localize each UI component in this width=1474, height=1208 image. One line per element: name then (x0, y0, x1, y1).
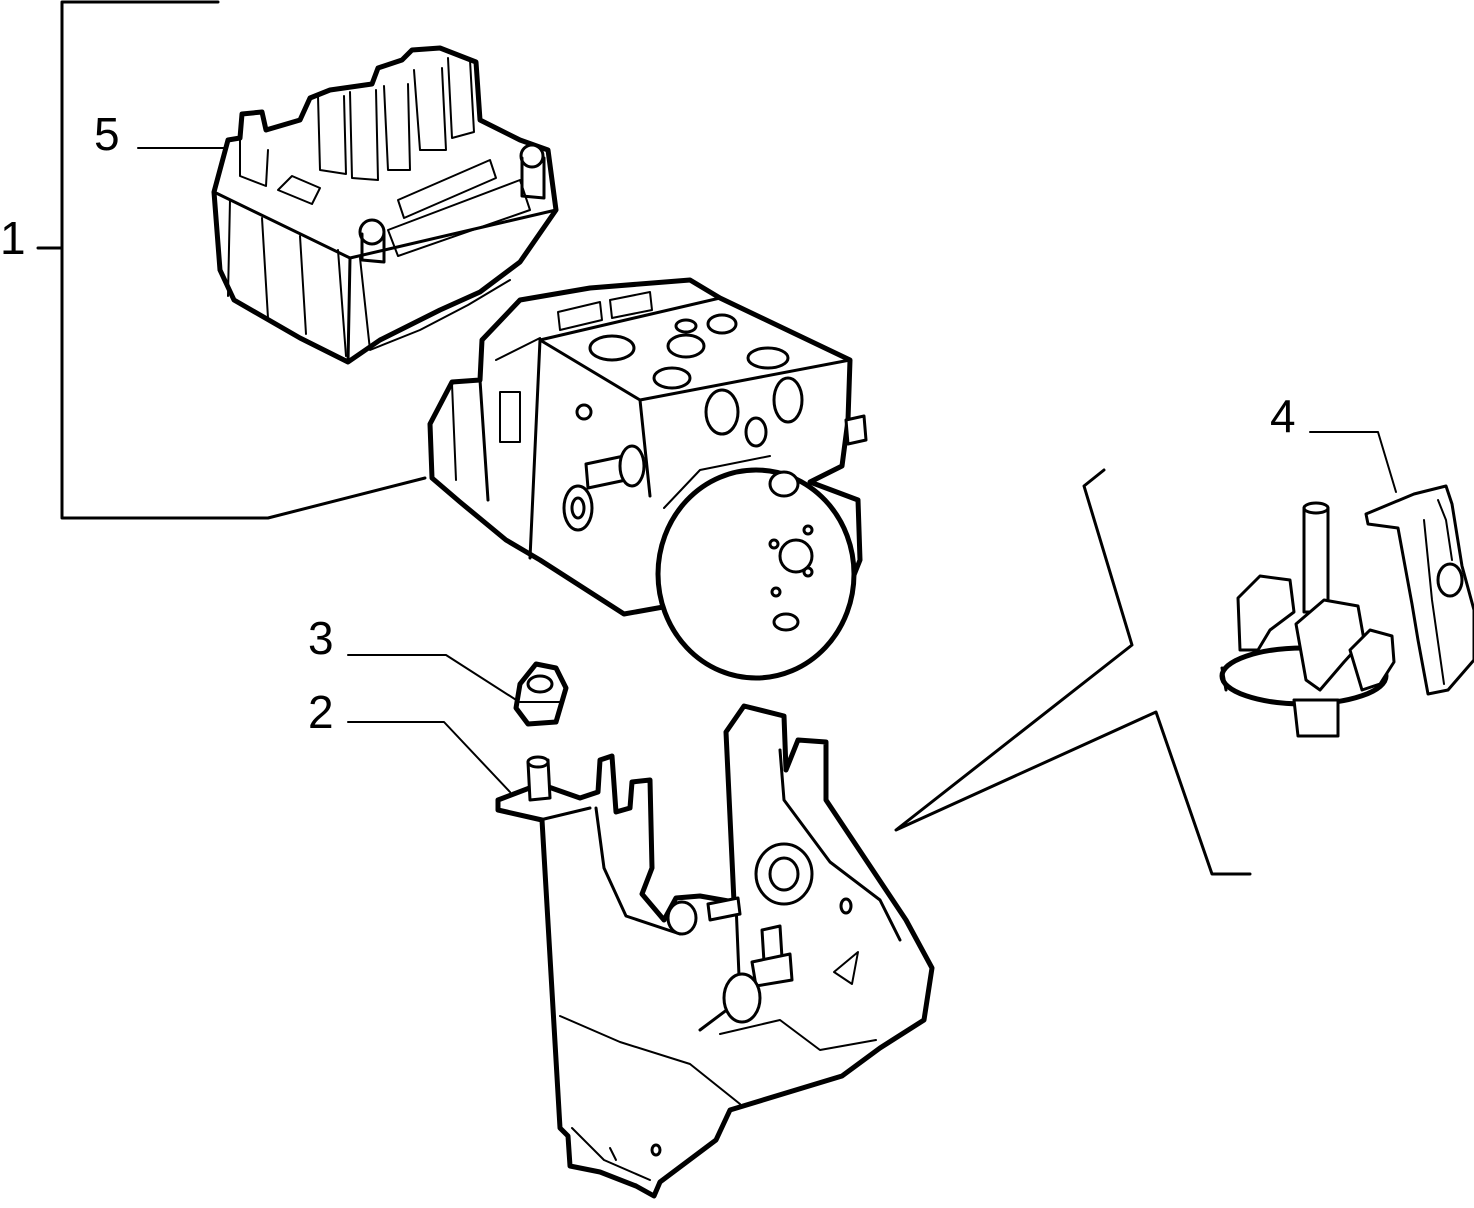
leader-lines (36, 0, 1397, 876)
leader-item-4 (1309, 431, 1397, 493)
nut (513, 661, 569, 727)
leader-item-4-to-bracket (894, 468, 1252, 876)
callout-5: 5 (94, 108, 120, 160)
callout-1: 1 (0, 212, 26, 264)
callout-3: 3 (308, 612, 334, 664)
leader-item-2 (347, 721, 511, 793)
callout-labels: 1 2 3 4 5 (0, 108, 1296, 738)
bracket-item-1 (60, 0, 427, 520)
control-module (211, 45, 559, 365)
mounting-bracket (495, 703, 935, 1199)
clamp-holder (1219, 484, 1474, 738)
callout-4: 4 (1270, 390, 1296, 442)
callout-2: 2 (308, 686, 334, 738)
leader-item-3 (347, 654, 525, 706)
hydraulic-unit (427, 277, 868, 681)
